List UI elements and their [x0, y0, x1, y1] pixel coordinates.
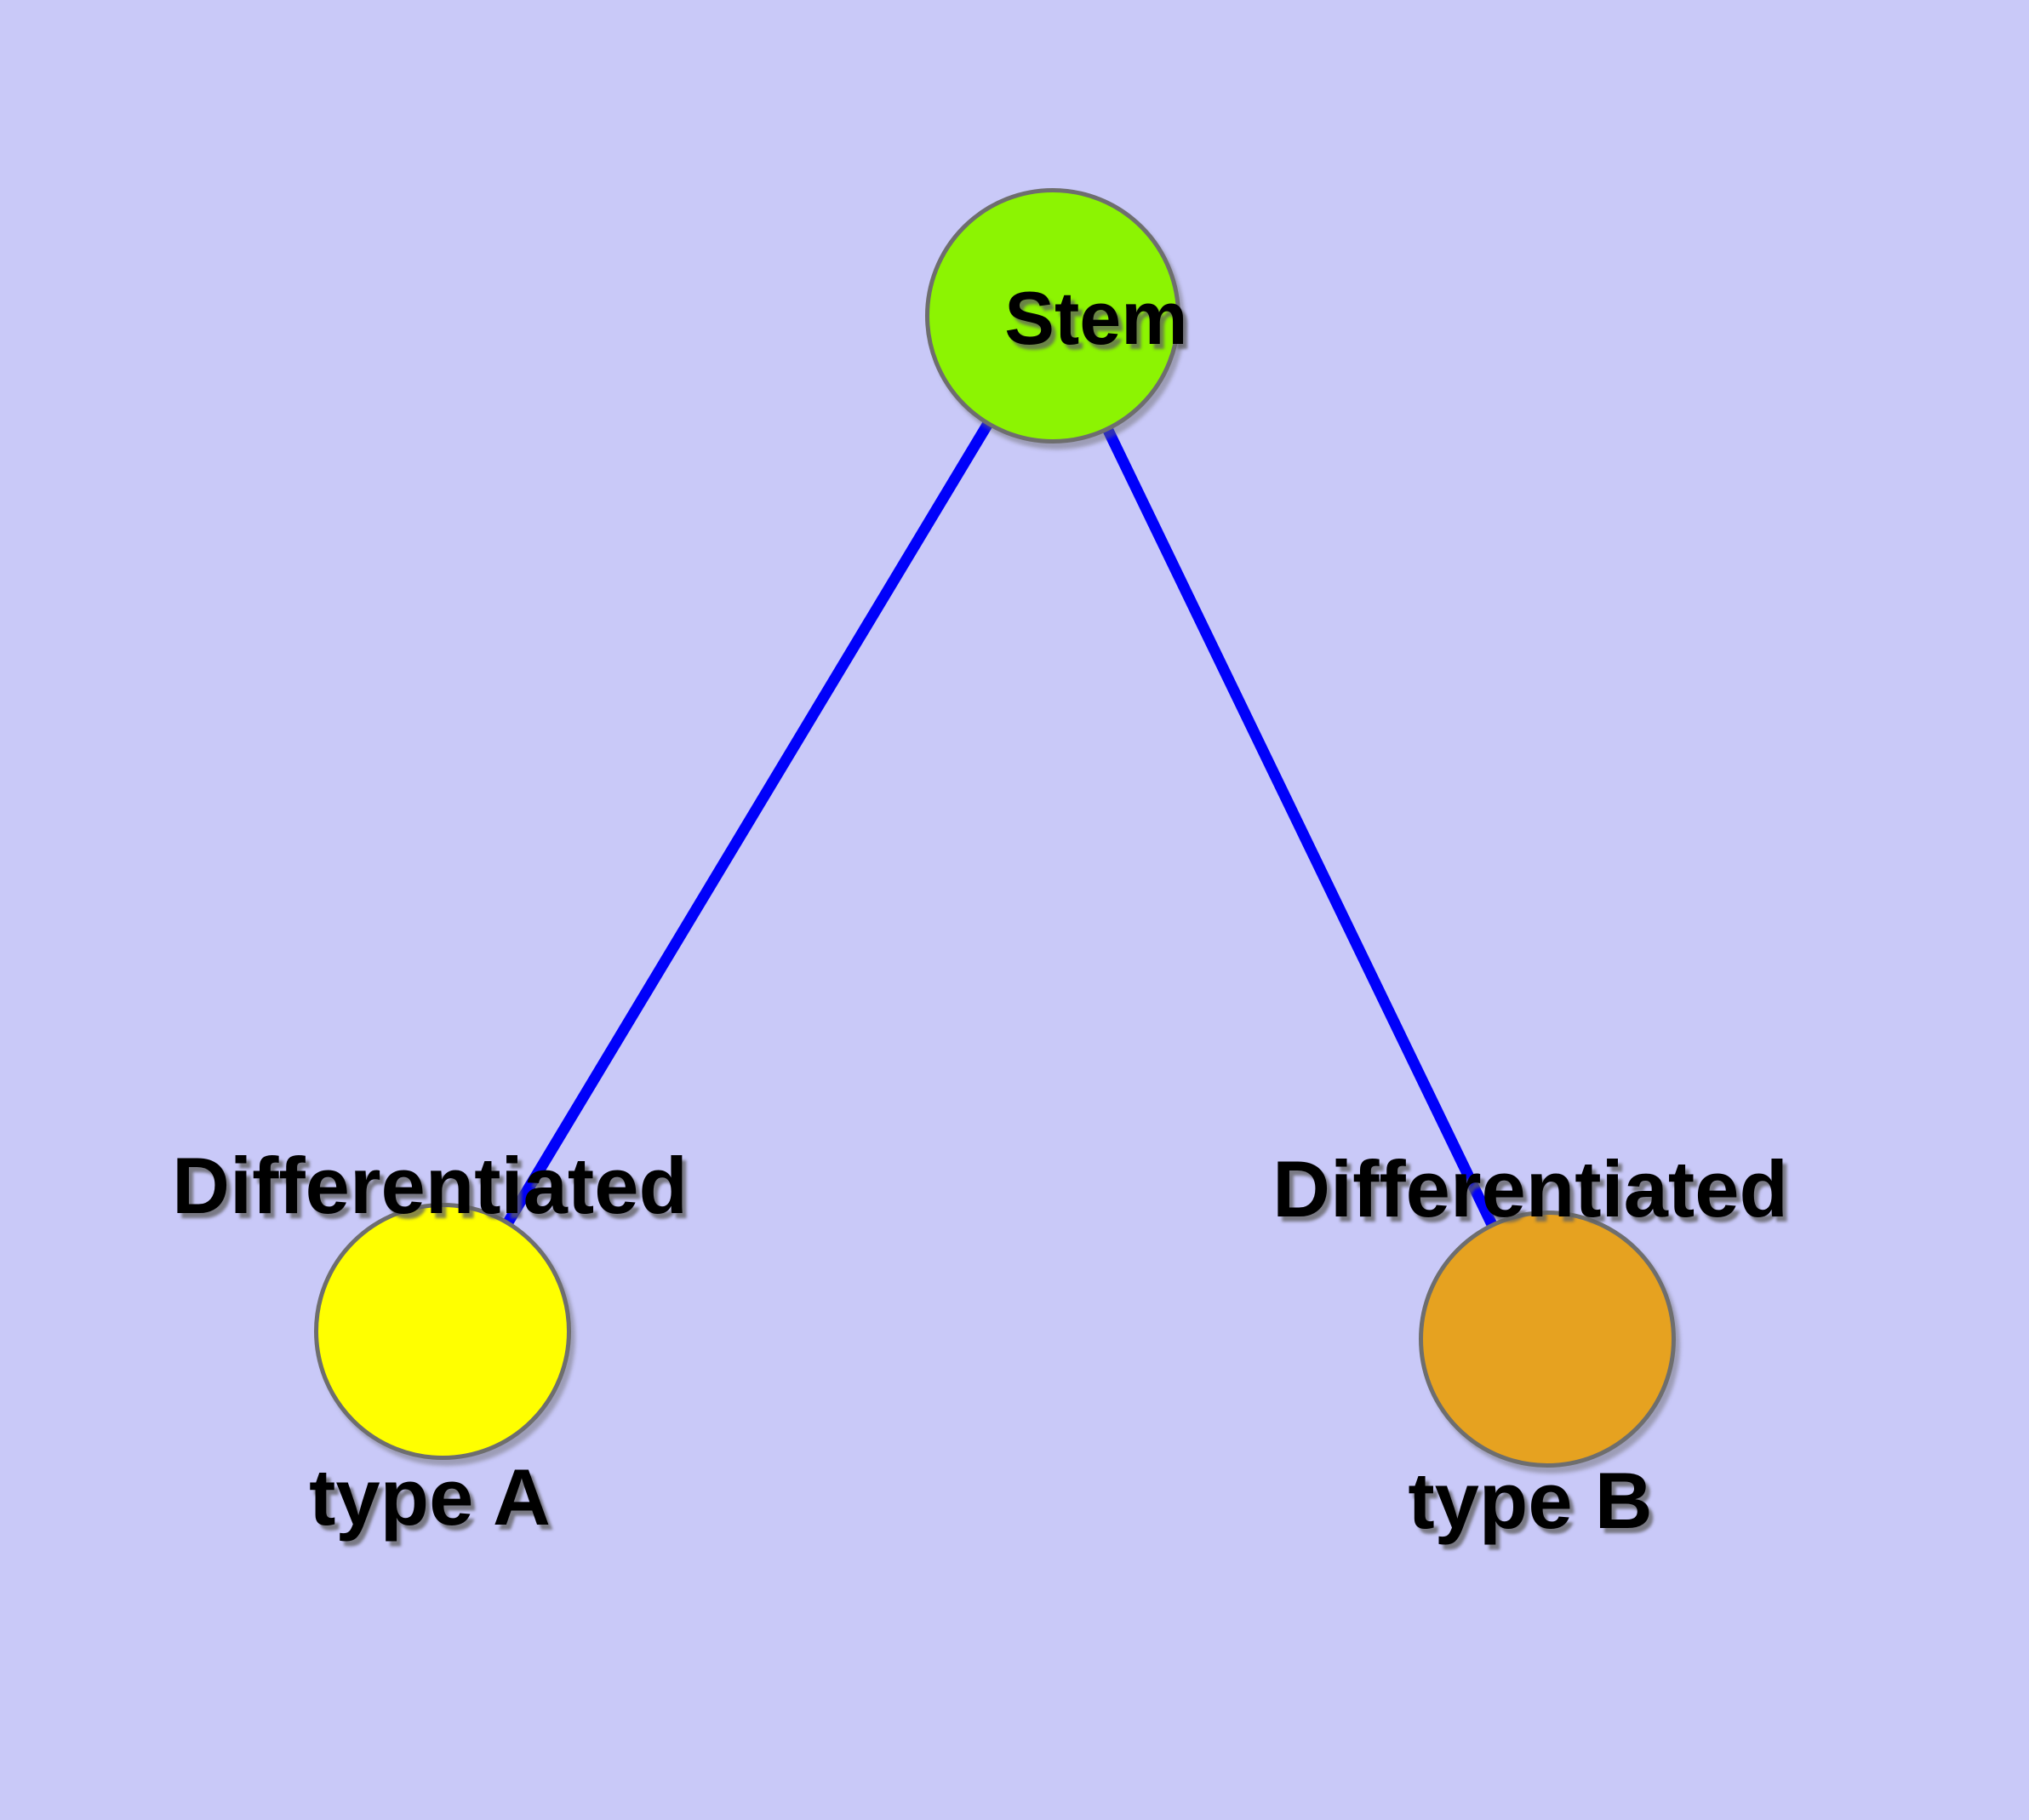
node-differentiated-type-b — [1419, 1210, 1676, 1468]
node-stem-label: Stem — [922, 206, 1188, 431]
node-type-a-label-line-1: Differentiated — [172, 1141, 688, 1230]
node-type-b-label: Differentiated type B — [1272, 930, 1788, 1760]
node-type-b-label-line-1: Differentiated — [1272, 1144, 1788, 1233]
node-stem-label-text: Stem — [1004, 276, 1188, 360]
edge-stem-to-type-a — [437, 312, 1058, 1335]
node-type-a-label-line-2: type A — [309, 1452, 551, 1542]
edge-stem-to-type-b — [1048, 313, 1552, 1342]
node-stem — [925, 188, 1180, 444]
node-type-b-label-line-2: type B — [1408, 1456, 1653, 1545]
node-type-a-label: Differentiated type A — [172, 926, 688, 1757]
node-differentiated-type-a — [314, 1203, 571, 1460]
